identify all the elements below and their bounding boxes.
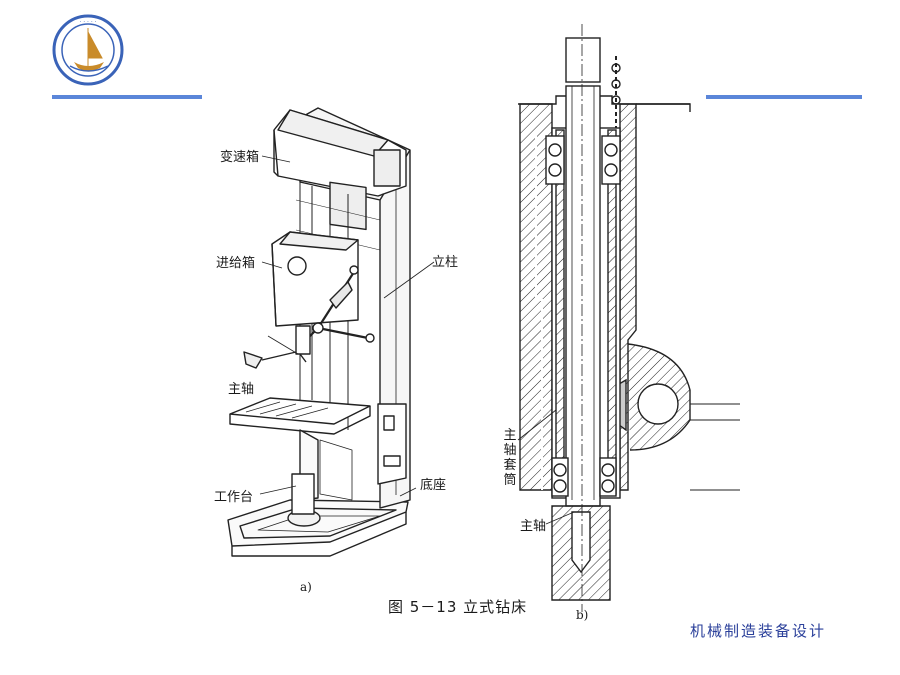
svg-text:· · · · ·: · · · · · [79,19,96,26]
label-feed-box: 进给箱 [216,256,256,271]
quill-char-2: 轴 [503,443,517,458]
header-rule-right [706,95,862,99]
university-logo: · · · · · [52,14,124,86]
quill-char-3: 套 [503,458,517,473]
course-title: 机械制造装备设计 [690,622,827,640]
label-column: 立柱 [432,255,459,270]
label-base: 底座 [420,478,447,493]
label-spindle-b: 主轴 [520,519,547,534]
label-gearbox: 变速箱 [220,150,260,165]
quill-char-4: 筒 [503,473,517,488]
sub-caption-a: a) [300,580,312,594]
label-worktable: 工作台 [214,490,254,505]
figure-caption: 图 5－13 立式钻床 [388,598,528,616]
header-rule-left [52,95,202,99]
label-spindle-a: 主轴 [228,382,255,397]
quill-char-1: 主 [503,428,517,443]
label-quill-vertical: 主 轴 套 筒 [503,428,517,488]
sub-caption-b: b) [576,608,589,622]
